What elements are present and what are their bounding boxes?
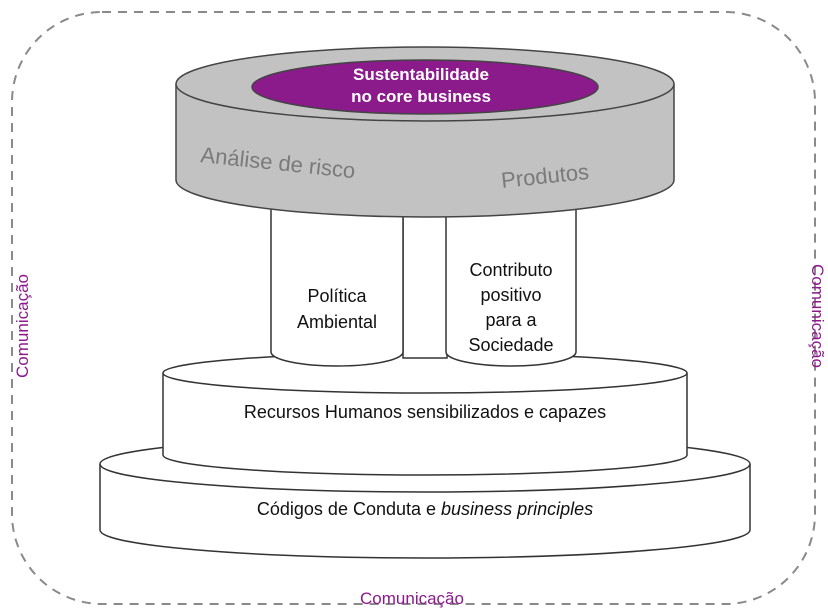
dashed-frame xyxy=(11,11,816,605)
left-pillar: Política Ambiental xyxy=(270,200,404,367)
left-pillar-line1: Política xyxy=(307,286,367,306)
lower-base-label-italic: business principles xyxy=(441,499,593,519)
right-pillar-line1: Contributo xyxy=(469,260,552,280)
pillar-connector xyxy=(402,199,448,359)
frame-label-bottom: Comunicação xyxy=(360,589,464,608)
upper-base-disc: Recursos Humanos sensibilizados e capaze… xyxy=(162,352,688,476)
roof-center-line2: no core business xyxy=(351,87,491,106)
frame-label-right: Comunicação xyxy=(808,264,827,368)
right-pillar-line2: positivo xyxy=(480,285,541,305)
roof-center-ellipse xyxy=(251,59,599,115)
right-pillar-line3: para a xyxy=(485,310,537,330)
lower-base-label: Códigos de Conduta e business principles xyxy=(257,499,593,519)
roof-center-line1: Sustentabilidade xyxy=(353,65,489,84)
lower-base-label-plain: Códigos de Conduta e xyxy=(257,499,441,519)
upper-base-label: Recursos Humanos sensibilizados e capaze… xyxy=(244,402,606,422)
roof-disc: Sustentabilidade no core business Anális… xyxy=(175,46,675,218)
right-pillar-line4: Sociedade xyxy=(468,335,553,355)
frame-label-left: Comunicação xyxy=(13,274,32,378)
left-pillar-line2: Ambiental xyxy=(297,312,377,332)
right-pillar: Contributo positivo para a Sociedade xyxy=(445,200,577,367)
